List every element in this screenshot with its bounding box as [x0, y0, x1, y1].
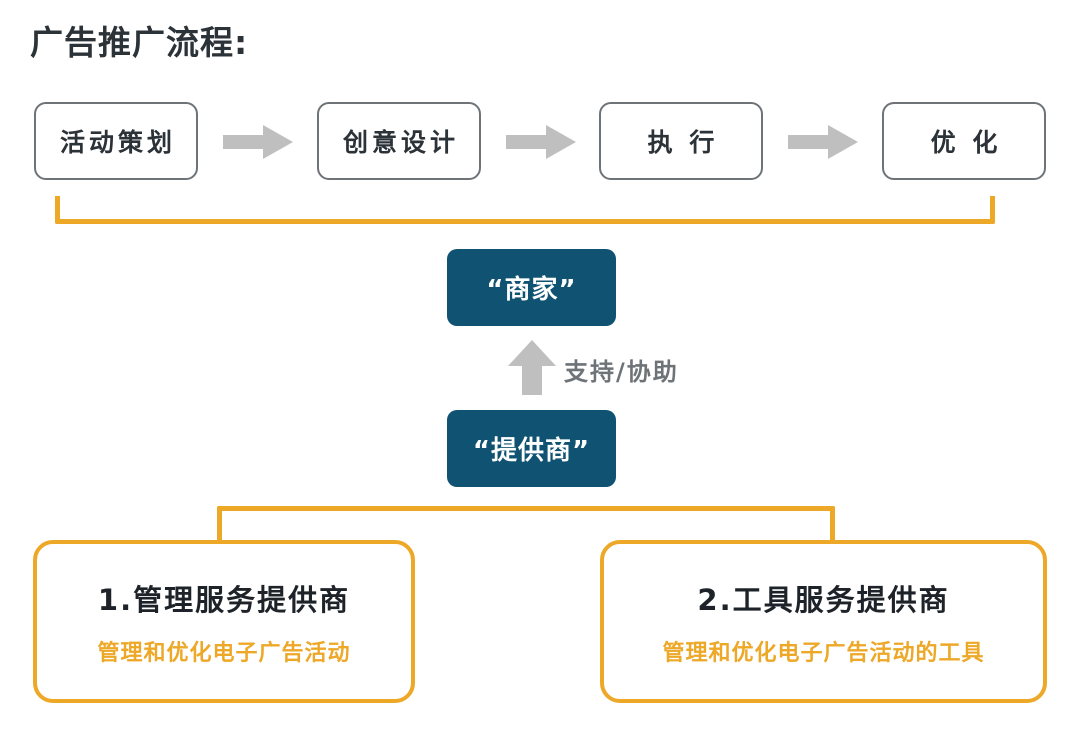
flow-stage-box-1: 活动策划 — [34, 102, 198, 180]
provider-type-title: 2.工具服务提供商 — [697, 582, 950, 617]
provider-type-card-1: 1.管理服务提供商 管理和优化电子广告活动 — [33, 540, 415, 703]
right-arrow-icon — [788, 125, 858, 159]
up-arrow-icon — [508, 340, 556, 395]
provider-type-description: 管理和优化电子广告活动的工具 — [662, 640, 985, 666]
right-arrow-icon — [223, 125, 293, 159]
provider-type-description: 管理和优化电子广告活动 — [97, 640, 351, 666]
flow-stage-box-4: 优 化 — [882, 102, 1046, 180]
provider-type-title: 1.管理服务提供商 — [97, 582, 351, 617]
role-box-merchant: “商家” — [447, 249, 616, 326]
flow-to-merchant-bracket — [55, 196, 995, 224]
flow-stage-box-2: 创意设计 — [317, 102, 481, 180]
provider-type-card-2: 2.工具服务提供商 管理和优化电子广告活动的工具 — [600, 540, 1047, 703]
flow-stage-box-3: 执 行 — [599, 102, 763, 180]
provider-to-cards-bracket — [217, 506, 835, 542]
support-relation-label: 支持/协助 — [564, 358, 679, 386]
right-arrow-icon — [506, 125, 576, 159]
page-title: 广告推广流程: — [30, 23, 249, 62]
role-box-provider: “提供商” — [447, 410, 616, 487]
